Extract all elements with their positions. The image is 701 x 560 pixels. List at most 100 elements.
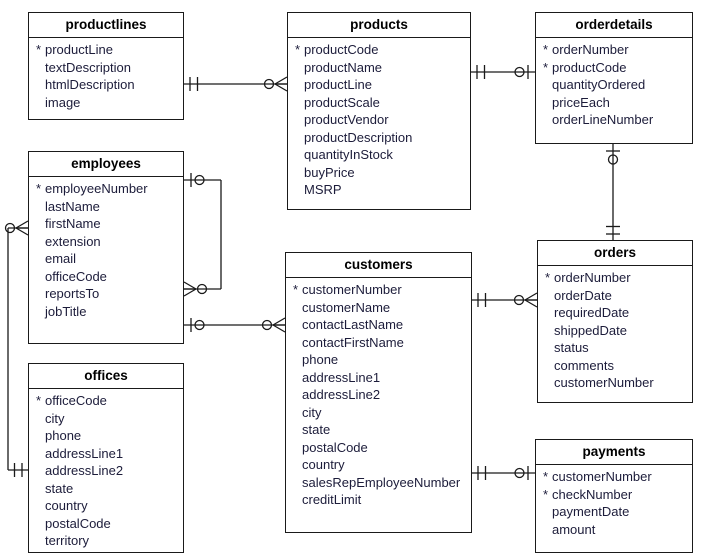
field-name: orderNumber (552, 42, 629, 57)
field-name: customerName (302, 299, 391, 315)
field-row: *customerNumber (543, 468, 688, 486)
field-row: postalCode (36, 515, 179, 533)
field-name: city (302, 404, 322, 420)
field-name: textDescription (45, 59, 131, 75)
field-row: buyPrice (295, 164, 466, 182)
field-name: salesRepEmployeeNumber (302, 474, 461, 490)
field-name: productCode (552, 59, 627, 75)
field-row: email (36, 250, 179, 268)
field-name: jobTitle (45, 303, 87, 319)
field-name: extension (45, 233, 101, 249)
field-row: status (545, 339, 688, 357)
field-name: htmlDescription (45, 77, 135, 92)
field-name: country (302, 457, 345, 472)
field-row: phone (293, 351, 467, 369)
field-row: state (36, 480, 179, 498)
field-name: MSRP (304, 182, 342, 197)
field-name: officeCode (45, 268, 107, 284)
primary-key-marker: * (36, 393, 42, 408)
relationship-customers-orders (472, 292, 538, 308)
field-name: customerNumber (554, 375, 654, 390)
field-name: customerNumber (302, 282, 402, 297)
field-name: city (45, 410, 65, 426)
field-row: addressLine2 (36, 462, 179, 480)
field-name: reportsTo (45, 286, 100, 301)
relationship-employees-customers (184, 317, 286, 333)
field-row: amount (543, 521, 688, 539)
field-name: postalCode (45, 515, 111, 531)
table-title: employees (29, 152, 183, 177)
field-row: *productLine (36, 41, 179, 59)
field-row: productScale (295, 94, 466, 112)
primary-key-marker: * (543, 42, 549, 57)
field-name: territory (45, 533, 90, 548)
primary-key-marker: * (293, 282, 299, 297)
field-name: requiredDate (554, 305, 630, 320)
table-title: customers (286, 253, 471, 278)
field-row: quantityInStock (295, 146, 466, 164)
field-row: productName (295, 59, 466, 77)
relationship-products-orderdetails (471, 65, 535, 79)
table-title: orders (538, 241, 692, 266)
field-row: productDescription (295, 129, 466, 147)
field-list: *customerNumber*checkNumber paymentDate am… (536, 465, 692, 538)
field-row: postalCode (293, 439, 467, 457)
field-row: priceEach (543, 94, 688, 112)
field-row: country (293, 456, 467, 474)
primary-key-marker: * (36, 181, 42, 196)
field-name: productDescription (304, 129, 413, 145)
field-row: *customerNumber (293, 281, 467, 299)
primary-key-marker: * (543, 469, 549, 484)
field-row: textDescription (36, 59, 179, 77)
field-row: jobTitle (36, 303, 179, 321)
field-name: paymentDate (552, 504, 630, 519)
relationship-employees-offices (4, 220, 29, 477)
field-name: productScale (304, 94, 380, 110)
field-name: priceEach (552, 94, 610, 110)
field-row: *productCode (295, 41, 466, 59)
primary-key-marker: * (543, 59, 549, 75)
field-name: state (302, 422, 331, 437)
field-name: productVendor (304, 112, 389, 127)
field-row: contactFirstName (293, 334, 467, 352)
field-row: *employeeNumber (36, 180, 179, 198)
field-row: orderDate (545, 287, 688, 305)
field-name: postalCode (302, 439, 368, 455)
field-row: phone (36, 427, 179, 445)
relationship-employees-employees (183, 173, 222, 297)
field-row: city (293, 404, 467, 422)
field-name: addressLine1 (302, 369, 381, 385)
field-row: *orderNumber (543, 41, 688, 59)
field-name: quantityOrdered (552, 77, 646, 92)
field-name: addressLine1 (45, 445, 124, 461)
field-row: requiredDate (545, 304, 688, 322)
field-row: creditLimit (293, 491, 467, 509)
field-row: *orderNumber (545, 269, 688, 287)
field-name: productCode (304, 42, 379, 57)
field-name: contactFirstName (302, 334, 404, 350)
field-name: country (45, 498, 88, 513)
field-row: customerName (293, 299, 467, 317)
field-name: orderLineNumber (552, 112, 654, 127)
field-name: checkNumber (552, 486, 633, 502)
field-row: image (36, 94, 179, 112)
field-row: lastName (36, 198, 179, 216)
field-row: officeCode (36, 268, 179, 286)
field-row: extension (36, 233, 179, 251)
primary-key-marker: * (36, 42, 42, 57)
primary-key-marker: * (545, 270, 551, 285)
field-name: addressLine2 (302, 387, 381, 402)
field-row: salesRepEmployeeNumber (293, 474, 467, 492)
field-name: productLine (304, 77, 372, 92)
